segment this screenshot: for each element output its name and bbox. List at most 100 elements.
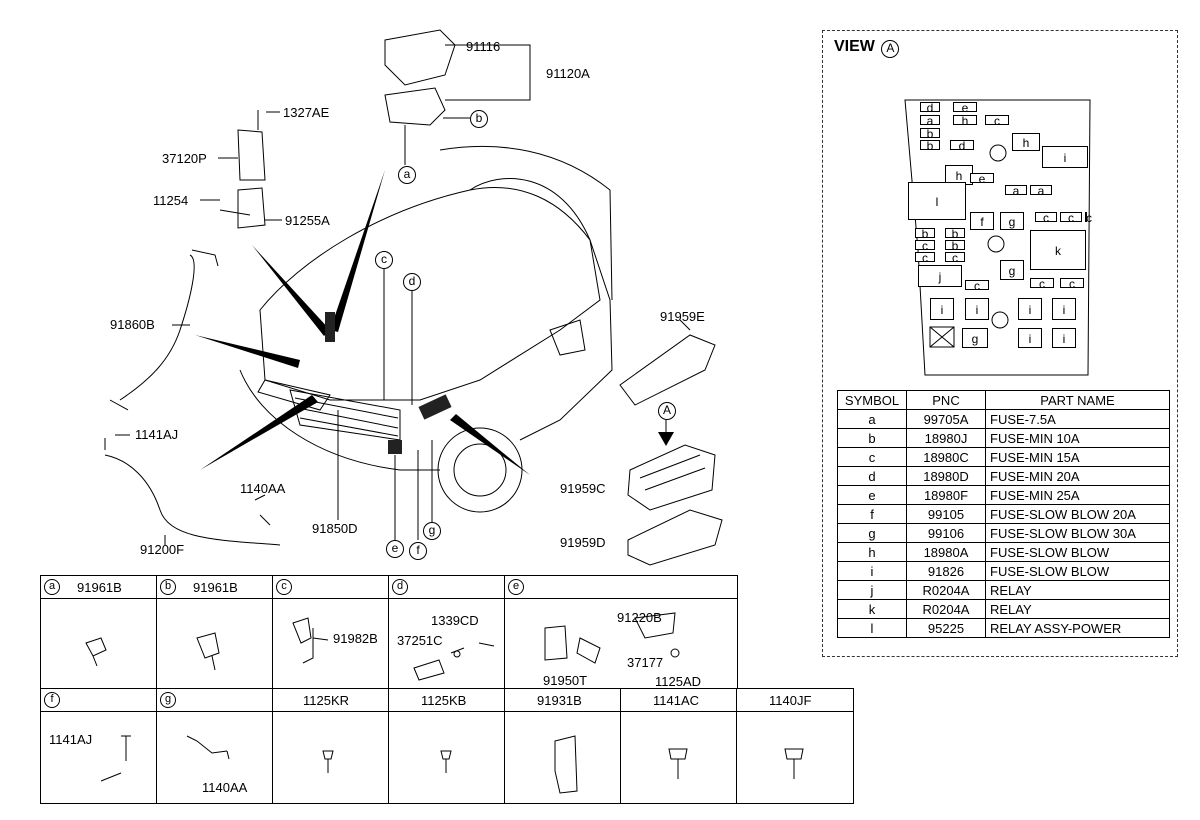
label-91120a: 91120A <box>546 66 590 81</box>
label-91959c: 91959C <box>560 481 606 496</box>
label-1141aj-grid: 1141AJ <box>49 732 93 747</box>
bubble-a: a <box>398 166 416 184</box>
fuse-slot-c: c <box>1030 278 1054 290</box>
part-cell-1125kr: 1125KR <box>272 688 389 804</box>
pnc-cell: R0204A <box>906 599 986 619</box>
part-cell-91931b: 91931B <box>504 688 621 804</box>
col-part-name: PART NAME <box>985 390 1170 410</box>
label-1339cd: 1339CD <box>431 613 479 628</box>
plate-shape <box>237 187 266 229</box>
symbol-cell: h <box>837 542 907 562</box>
bracket-shape <box>237 129 266 181</box>
symbol-cell: i <box>837 561 907 581</box>
part-name-cell: RELAY <box>985 580 1170 600</box>
pnc-cell: 18980D <box>906 466 986 486</box>
label-91959e: 91959E <box>660 309 705 324</box>
car-mirror <box>549 319 586 356</box>
part-name-cell: FUSE-7.5A <box>985 409 1170 429</box>
view-title: VIEW A <box>834 38 900 58</box>
label-91255a: 91255A <box>285 213 330 228</box>
car-hood-outline <box>259 186 601 401</box>
fuse-slot-c: c <box>945 252 965 264</box>
fuse-slot-d: d <box>950 140 974 152</box>
box-lower-shape <box>627 509 723 566</box>
symbol-cell: a <box>837 409 907 429</box>
fuse-slot-j: j <box>918 265 962 287</box>
fuse-slot-i: i <box>1018 328 1042 348</box>
cell-title: 91961B <box>77 580 122 595</box>
pnc-cell: 99705A <box>906 409 986 429</box>
sensor-icon <box>544 612 680 664</box>
fuse-slot-d: d <box>920 102 940 114</box>
part-cell-1125kb: 1125KB <box>388 688 505 804</box>
cell-symbol: a <box>44 579 60 595</box>
bubble-view-a: A <box>658 402 676 420</box>
bubble-c: c <box>375 251 393 269</box>
part-name-cell: FUSE-MIN 20A <box>985 466 1170 486</box>
fuse-slot-h: h <box>1012 133 1040 151</box>
bubble-e: e <box>386 540 404 558</box>
symbol-cell: c <box>837 447 907 467</box>
fuse-slot-i: i <box>1018 298 1042 320</box>
part-name-cell: RELAY ASSY-POWER <box>985 618 1170 638</box>
cable-91200f <box>104 454 281 546</box>
bolt-icon <box>784 748 804 779</box>
cell-title: 1125KR <box>303 693 350 708</box>
part-cell-1141ac: 1141AC <box>620 688 737 804</box>
car-front-wheel <box>437 427 523 513</box>
label-37251c: 37251C <box>397 633 443 648</box>
label-91220b: 91220B <box>617 610 662 625</box>
part-cell-d: d 1339CD 37251C <box>388 575 505 689</box>
pnc-cell: 18980F <box>906 485 986 505</box>
cell-title: 1140JF <box>769 693 812 708</box>
label-1140aa: 1140AA <box>240 481 286 496</box>
part-name-cell: RELAY <box>985 599 1170 619</box>
label-1140aa-grid: 1140AA <box>202 780 248 795</box>
bracket-icon <box>554 735 578 794</box>
label-91982b: 91982B <box>333 631 378 646</box>
fuse-slot-c: c <box>985 115 1009 127</box>
bubble-f: f <box>409 542 427 560</box>
car-headlight <box>257 379 331 411</box>
cell-title: 1141AC <box>653 693 700 708</box>
leader-wedge-3 <box>195 335 300 368</box>
fuse-slot-a: a <box>1030 185 1052 197</box>
label-91860b: 91860B <box>110 317 155 332</box>
car-roof-line <box>439 145 613 301</box>
fuse-cover-shape <box>384 29 456 86</box>
fuse-slot-b: b <box>945 228 965 240</box>
symbol-cell: f <box>837 504 907 524</box>
pnc-cell: 99105 <box>906 504 986 524</box>
junction-block-shape <box>384 87 446 126</box>
label-91116: 91116 <box>466 39 501 54</box>
pnc-cell: 99106 <box>906 523 986 543</box>
label-1141aj: 1141AJ <box>135 427 179 442</box>
part-cell-e: e 91220B 37177 1125AD 91950T <box>504 575 738 689</box>
part-name-cell: FUSE-SLOW BLOW <box>985 561 1170 581</box>
fuse-slot-i: i <box>965 298 989 320</box>
fuse-slot-b: b <box>915 228 935 240</box>
bubble-b: b <box>470 110 488 128</box>
cell-title: 91931B <box>537 693 582 708</box>
fuse-slot-g: g <box>1000 260 1024 280</box>
fuse-slot-b: b <box>920 140 940 152</box>
label-91200f: 91200F <box>140 542 185 557</box>
screw-icon <box>440 750 452 773</box>
col-symbol: SYMBOL <box>837 390 907 410</box>
fuse-slot-c: c <box>1060 278 1084 290</box>
cell-title: 91961B <box>193 580 238 595</box>
fuse-slot-c: c <box>965 280 989 292</box>
part-name-cell: FUSE-SLOW BLOW 30A <box>985 523 1170 543</box>
part-name-cell: FUSE-SLOW BLOW 20A <box>985 504 1170 524</box>
part-name-cell: FUSE-MIN 10A <box>985 428 1170 448</box>
part-cell-1140jf: 1140JF <box>736 688 854 804</box>
label-91850d: 91850D <box>312 521 358 536</box>
